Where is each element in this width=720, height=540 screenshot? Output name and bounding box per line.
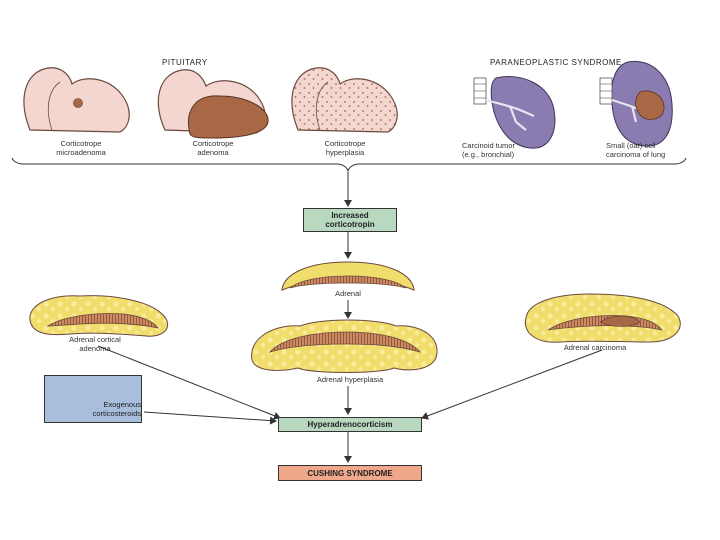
caption-adenoma-line1: Corticotrope [192, 139, 234, 148]
paraneoplastic-header: PARANEOPLASTIC SYNDROME [490, 58, 622, 67]
caption-adenoma-line2: adenoma [197, 147, 229, 157]
pituitary-microadenoma-illustration [23, 67, 130, 133]
lung-carcinoid-illustration [473, 76, 556, 149]
caption-small-cell-line1: Small (oat) cell [606, 141, 656, 150]
caption-adenoma: Corticotrope adenoma [158, 139, 268, 157]
lung-small-cell-carcinoma-illustration [599, 60, 673, 147]
acth-box: Increased corticotropin [303, 208, 397, 232]
adrenal-normal-illustration [281, 261, 415, 291]
caption-carcinoid-line1: Carcinoid tumor [462, 141, 515, 150]
caption-microadenoma: Corticotrope microadenoma [26, 139, 136, 157]
arrow-carcinoma-to-hyper [421, 349, 603, 420]
caption-carcinoid-line2: (e.g., bronchial) [462, 149, 515, 159]
adrenal-carcinoma-label: Adrenal carcinoma [563, 343, 627, 352]
pituitary-header: PITUITARY [162, 58, 208, 67]
caption-hyperplasia: Corticotrope hyperplasia [290, 139, 400, 157]
caption-small-cell: Small (oat) cell carcinoma of lung [606, 141, 702, 159]
pituitary-hyperplasia-illustration [291, 67, 398, 133]
adenoma-label-line1: Adrenal cortical [69, 335, 121, 344]
adrenal-label: Adrenal [335, 289, 361, 298]
acth-box-line2: corticotropin [325, 220, 375, 229]
arrow-exogenous-to-hyper [143, 411, 277, 425]
caption-microadenoma-line1: Corticotrope [60, 139, 102, 148]
arrow-adenoma-to-hyper [97, 345, 281, 420]
adrenal-carcinoma-illustration [524, 293, 681, 343]
adenoma-label-line2: adenoma [79, 343, 111, 353]
caption-carcinoid: Carcinoid tumor (e.g., bronchial) [462, 141, 562, 159]
adrenal-cortical-adenoma-label: Adrenal cortical adenoma [50, 335, 140, 353]
exogenous-line2: corticosteroids [92, 409, 141, 418]
adrenal-cortical-adenoma-illustration [29, 295, 169, 337]
exogenous-box: Exogenous corticosteroids [44, 375, 142, 423]
caption-microadenoma-line2: microadenoma [56, 147, 106, 157]
hyperadrenocorticism-box: Hyperadrenocorticism [278, 417, 422, 432]
pituitary-adenoma-illustration [157, 69, 269, 139]
source-bracket [11, 157, 687, 173]
adrenal-hyperplasia-illustration [251, 319, 438, 373]
acth-box-line1: Increased [331, 211, 369, 220]
caption-hyperplasia-line1: Corticotrope [324, 139, 366, 148]
caption-small-cell-line2: carcinoma of lung [606, 149, 666, 159]
adrenal-hyperplasia-label: Adrenal hyperplasia [316, 375, 384, 384]
caption-hyperplasia-line2: hyperplasia [325, 147, 365, 157]
cushing-syndrome-box: CUSHING SYNDROME [278, 465, 422, 481]
exogenous-line1: Exogenous [103, 400, 141, 409]
